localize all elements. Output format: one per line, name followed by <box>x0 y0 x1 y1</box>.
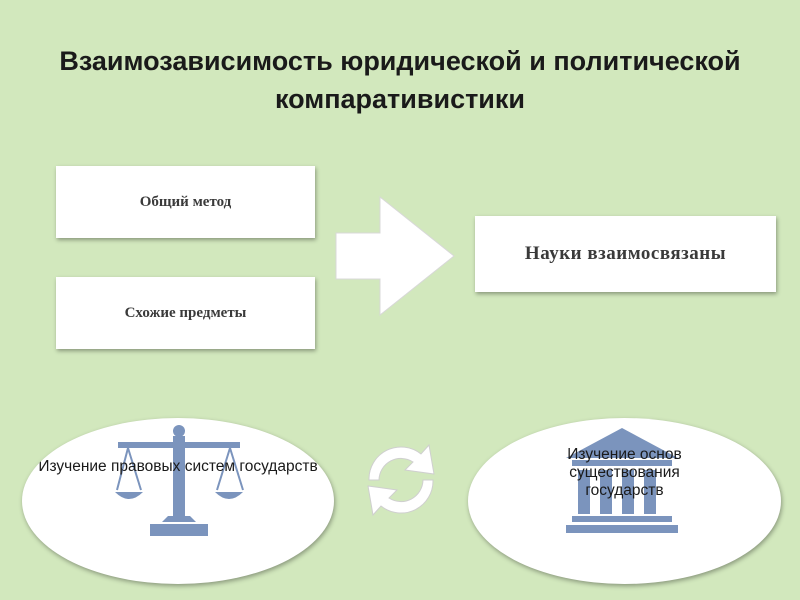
scales-icon <box>115 425 244 536</box>
state-foundations-label: Изучение основ существования государств <box>567 446 682 499</box>
state-foundations-text: Изучение основ существования государств <box>468 446 781 500</box>
subjects-label: Схожие предметы <box>124 304 247 321</box>
cycle-arrows-icon <box>367 443 435 517</box>
legal-systems-ellipse: Изучение правовых систем государств <box>22 418 334 584</box>
result-label: Науки взаимосвязаны <box>524 243 727 264</box>
right-arrow-icon <box>335 195 455 317</box>
slide-title: Взаимозависимость юридической и политиче… <box>59 46 741 114</box>
state-foundations-ellipse: Изучение основ существования государств <box>468 418 781 584</box>
government-building-icon <box>566 428 678 533</box>
method-label: Общий метод <box>139 193 232 210</box>
method-box: Общий метод <box>56 166 315 238</box>
legal-systems-text: Изучение правовых систем государств <box>38 458 318 475</box>
result-box: Науки взаимосвязаны <box>475 216 776 292</box>
subjects-box: Схожие предметы <box>56 277 315 349</box>
